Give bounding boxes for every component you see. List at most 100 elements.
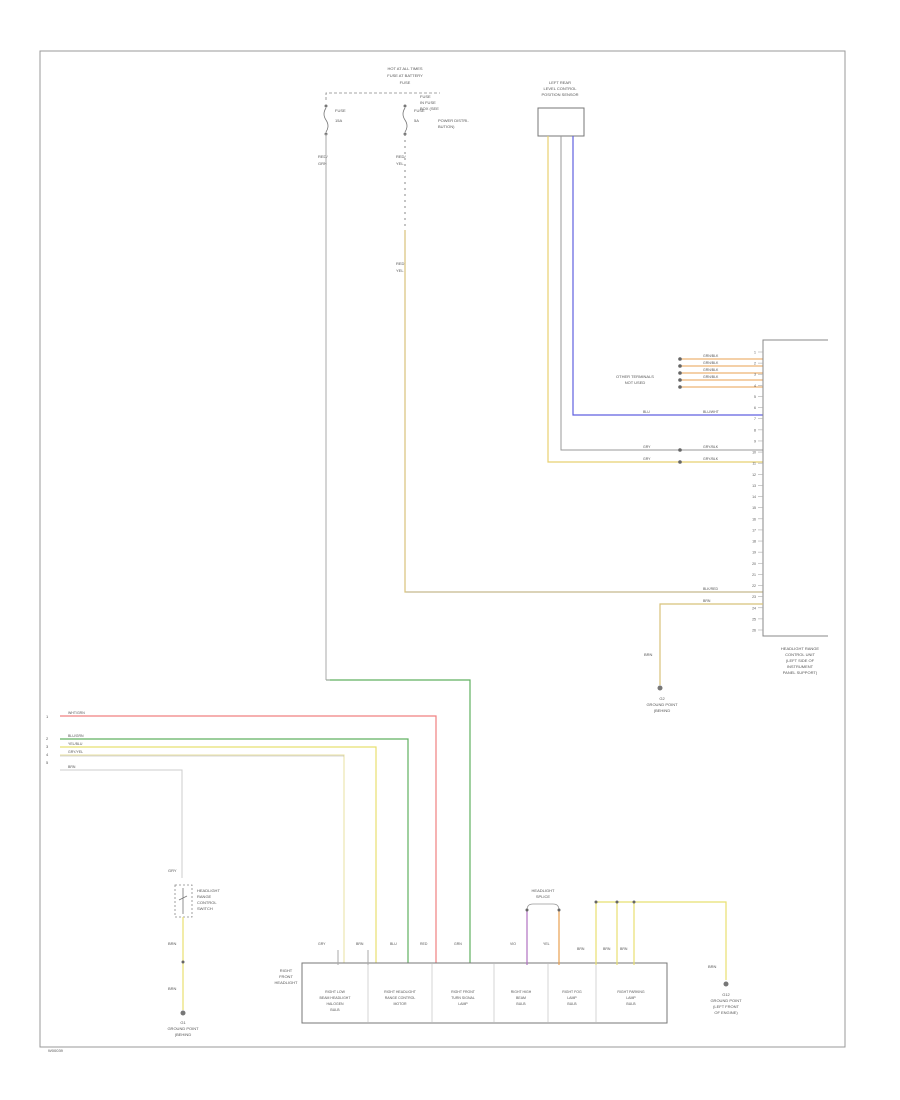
- right-ground-wire: BRN: [708, 964, 717, 969]
- module-pin-number: 12: [752, 473, 756, 477]
- section-6-line-2: LAMP: [626, 996, 636, 1000]
- fuse-block-outline: [325, 92, 440, 100]
- module-pin-number: 23: [752, 595, 756, 599]
- ground-g12-2: GROUND POINT: [710, 998, 742, 1003]
- switch-label-2: RANGE: [197, 894, 212, 899]
- module-pin-number: 24: [752, 606, 756, 610]
- module-pin-number: 9: [754, 439, 756, 443]
- wire-brn-ground: [659, 603, 763, 685]
- pin-wire-6: VIO: [510, 942, 516, 946]
- sensor-label-2: LEVEL CONTROL: [544, 86, 578, 91]
- module-name-1: HEADLIGHT RANGE: [781, 646, 819, 651]
- ground-g2-symbol: [657, 685, 663, 691]
- ground-g12-1: G12: [722, 992, 730, 997]
- module-pin-number: 16: [752, 517, 756, 521]
- module-pin-number: 22: [752, 584, 756, 588]
- module-pin-number: 19: [752, 551, 756, 555]
- section-3-line-2: TURN SIGNAL: [451, 996, 475, 1000]
- left-wire-label-1: WHT/GRN: [68, 711, 85, 715]
- fuse-b-note-3: BOX (SEE: [420, 106, 439, 111]
- section-2-line-1: RIGHT HEADLIGHT: [384, 990, 417, 994]
- fuse-b-note-2: IN FUSE: [420, 100, 436, 105]
- module-pin-number: 11: [752, 462, 756, 466]
- fuse-b-note-4: POWER DISTRI-: [438, 118, 469, 123]
- left-connector-pin-4: 4: [46, 752, 49, 757]
- module-pin-number: 6: [754, 406, 756, 410]
- fuse-block-label-2: FUSE AT BATTERY: [387, 73, 423, 78]
- section-6-line-3: BULB: [626, 1002, 636, 1006]
- section-1-line-2: BEAM HEADLIGHT: [320, 996, 352, 1000]
- splice-label-2: SPLICE: [536, 894, 551, 899]
- pin-wire-2: BRN: [356, 942, 364, 946]
- connector-dot: [678, 357, 682, 361]
- pin-label-7: GRY/BLK: [703, 445, 719, 449]
- bottom-side-label-2: FRONT: [279, 974, 293, 979]
- left-wire-label-3: YEL/BLU: [68, 742, 83, 746]
- connector-dot: [678, 448, 682, 452]
- module-pin-number: 1: [754, 351, 756, 355]
- fuse-b-terminal-top: [403, 104, 407, 108]
- wire-yellow: [60, 746, 377, 965]
- ground-g1-3: (BEHIND: [175, 1032, 192, 1037]
- wire-label-red-grn-2: GRN: [318, 161, 327, 166]
- connector-dot: [181, 960, 185, 964]
- section-3-line-3: LAMP: [458, 1002, 468, 1006]
- bottom-side-label-3: HEADLIGHT: [275, 980, 298, 985]
- module-pin-labels: GRN/BLK GRN/BLK GRN/BLK GRN/BLK BLU/WHT …: [643, 354, 720, 603]
- left-connector-pin-3: 3: [46, 744, 49, 749]
- connector-dot: [678, 385, 682, 389]
- fuse-block-label-3: FUSE: [400, 80, 411, 85]
- module-pin-number: 21: [752, 573, 756, 577]
- switch-label-3: CONTROL: [197, 900, 217, 905]
- module-pin-number: 2: [754, 362, 756, 366]
- module-pin-number: 18: [752, 540, 756, 544]
- module-ground-wire: BRN: [644, 652, 653, 657]
- wire-label-red-yel-4: YEL: [396, 268, 404, 273]
- fuse-b-note-1: FUSE: [420, 94, 431, 99]
- ground-g2-3: (BEHIND: [654, 708, 671, 713]
- module-pin-number: 4: [754, 384, 756, 388]
- module-pin-number: 10: [752, 451, 756, 455]
- section-1-line-4: BULB: [330, 1008, 340, 1012]
- module-name-5: PANEL SUPPORT): [783, 670, 818, 675]
- wire-sensor-yellow: [547, 136, 763, 463]
- sensor-label-1: LEFT REAR: [549, 80, 571, 85]
- pin-label-11: BLK/RED: [703, 587, 718, 591]
- section-3-line-1: RIGHT FRONT: [451, 990, 476, 994]
- wire-sensor-blue: [572, 136, 763, 416]
- pin-label-8: GRY/BLK: [703, 457, 719, 461]
- fuse-b-name: FUSE: [414, 108, 425, 113]
- module-pin-number: 3: [754, 373, 756, 377]
- section-4-line-2: BEAM: [516, 996, 526, 1000]
- sensor-box: [537, 107, 585, 137]
- section-6-line-1: RIGHT PARKING: [617, 990, 645, 994]
- diagram-border: [39, 50, 846, 1048]
- section-4-line-1: RIGHT HIGH: [511, 990, 532, 994]
- wire-label-red-yel-1: RED/: [396, 154, 406, 159]
- connector-dot: [615, 900, 619, 904]
- bottom-side-label-1: RIGHT: [280, 968, 293, 973]
- wire-brn-left: [60, 769, 183, 878]
- module-name-4: INSTRUMENT: [787, 664, 814, 669]
- module-pins: 1234567891011121314151617181920212223242…: [752, 351, 763, 633]
- splice-link: [526, 903, 560, 911]
- splice-label-1: HEADLIGHT: [532, 888, 555, 893]
- wire-label-red-yel-2: YEL: [396, 161, 404, 166]
- connector-dot: [632, 900, 636, 904]
- pin-wire-3: BLU: [390, 942, 397, 946]
- pin-wire-5: GRN: [454, 942, 462, 946]
- section-1-line-3: HALOGEN: [326, 1002, 344, 1006]
- ground-g2-1: G2: [659, 696, 665, 701]
- module-pin-number: 13: [752, 484, 756, 488]
- right-front-headlight: RIGHT FRONT HEADLIGHT RIGHT LOW BEAM HEA…: [275, 888, 742, 1024]
- left-connector: 1 2 3 4 5 WHT/GRN BLU/GRN YEL/BLU GRY/YE…: [46, 711, 85, 769]
- section-4-line-3: BULB: [516, 1002, 526, 1006]
- module-pin-number: 25: [752, 617, 756, 621]
- wire-sensor-grey: [560, 136, 763, 451]
- switch-box: [174, 884, 193, 918]
- bottom-module-box: [301, 962, 668, 1024]
- pin-wire-10: BRN: [620, 947, 628, 951]
- wire-label-red-yel-3: RED/: [396, 261, 406, 266]
- pin-label-6: BLU: [643, 410, 650, 414]
- module-pin-number: 14: [752, 495, 756, 499]
